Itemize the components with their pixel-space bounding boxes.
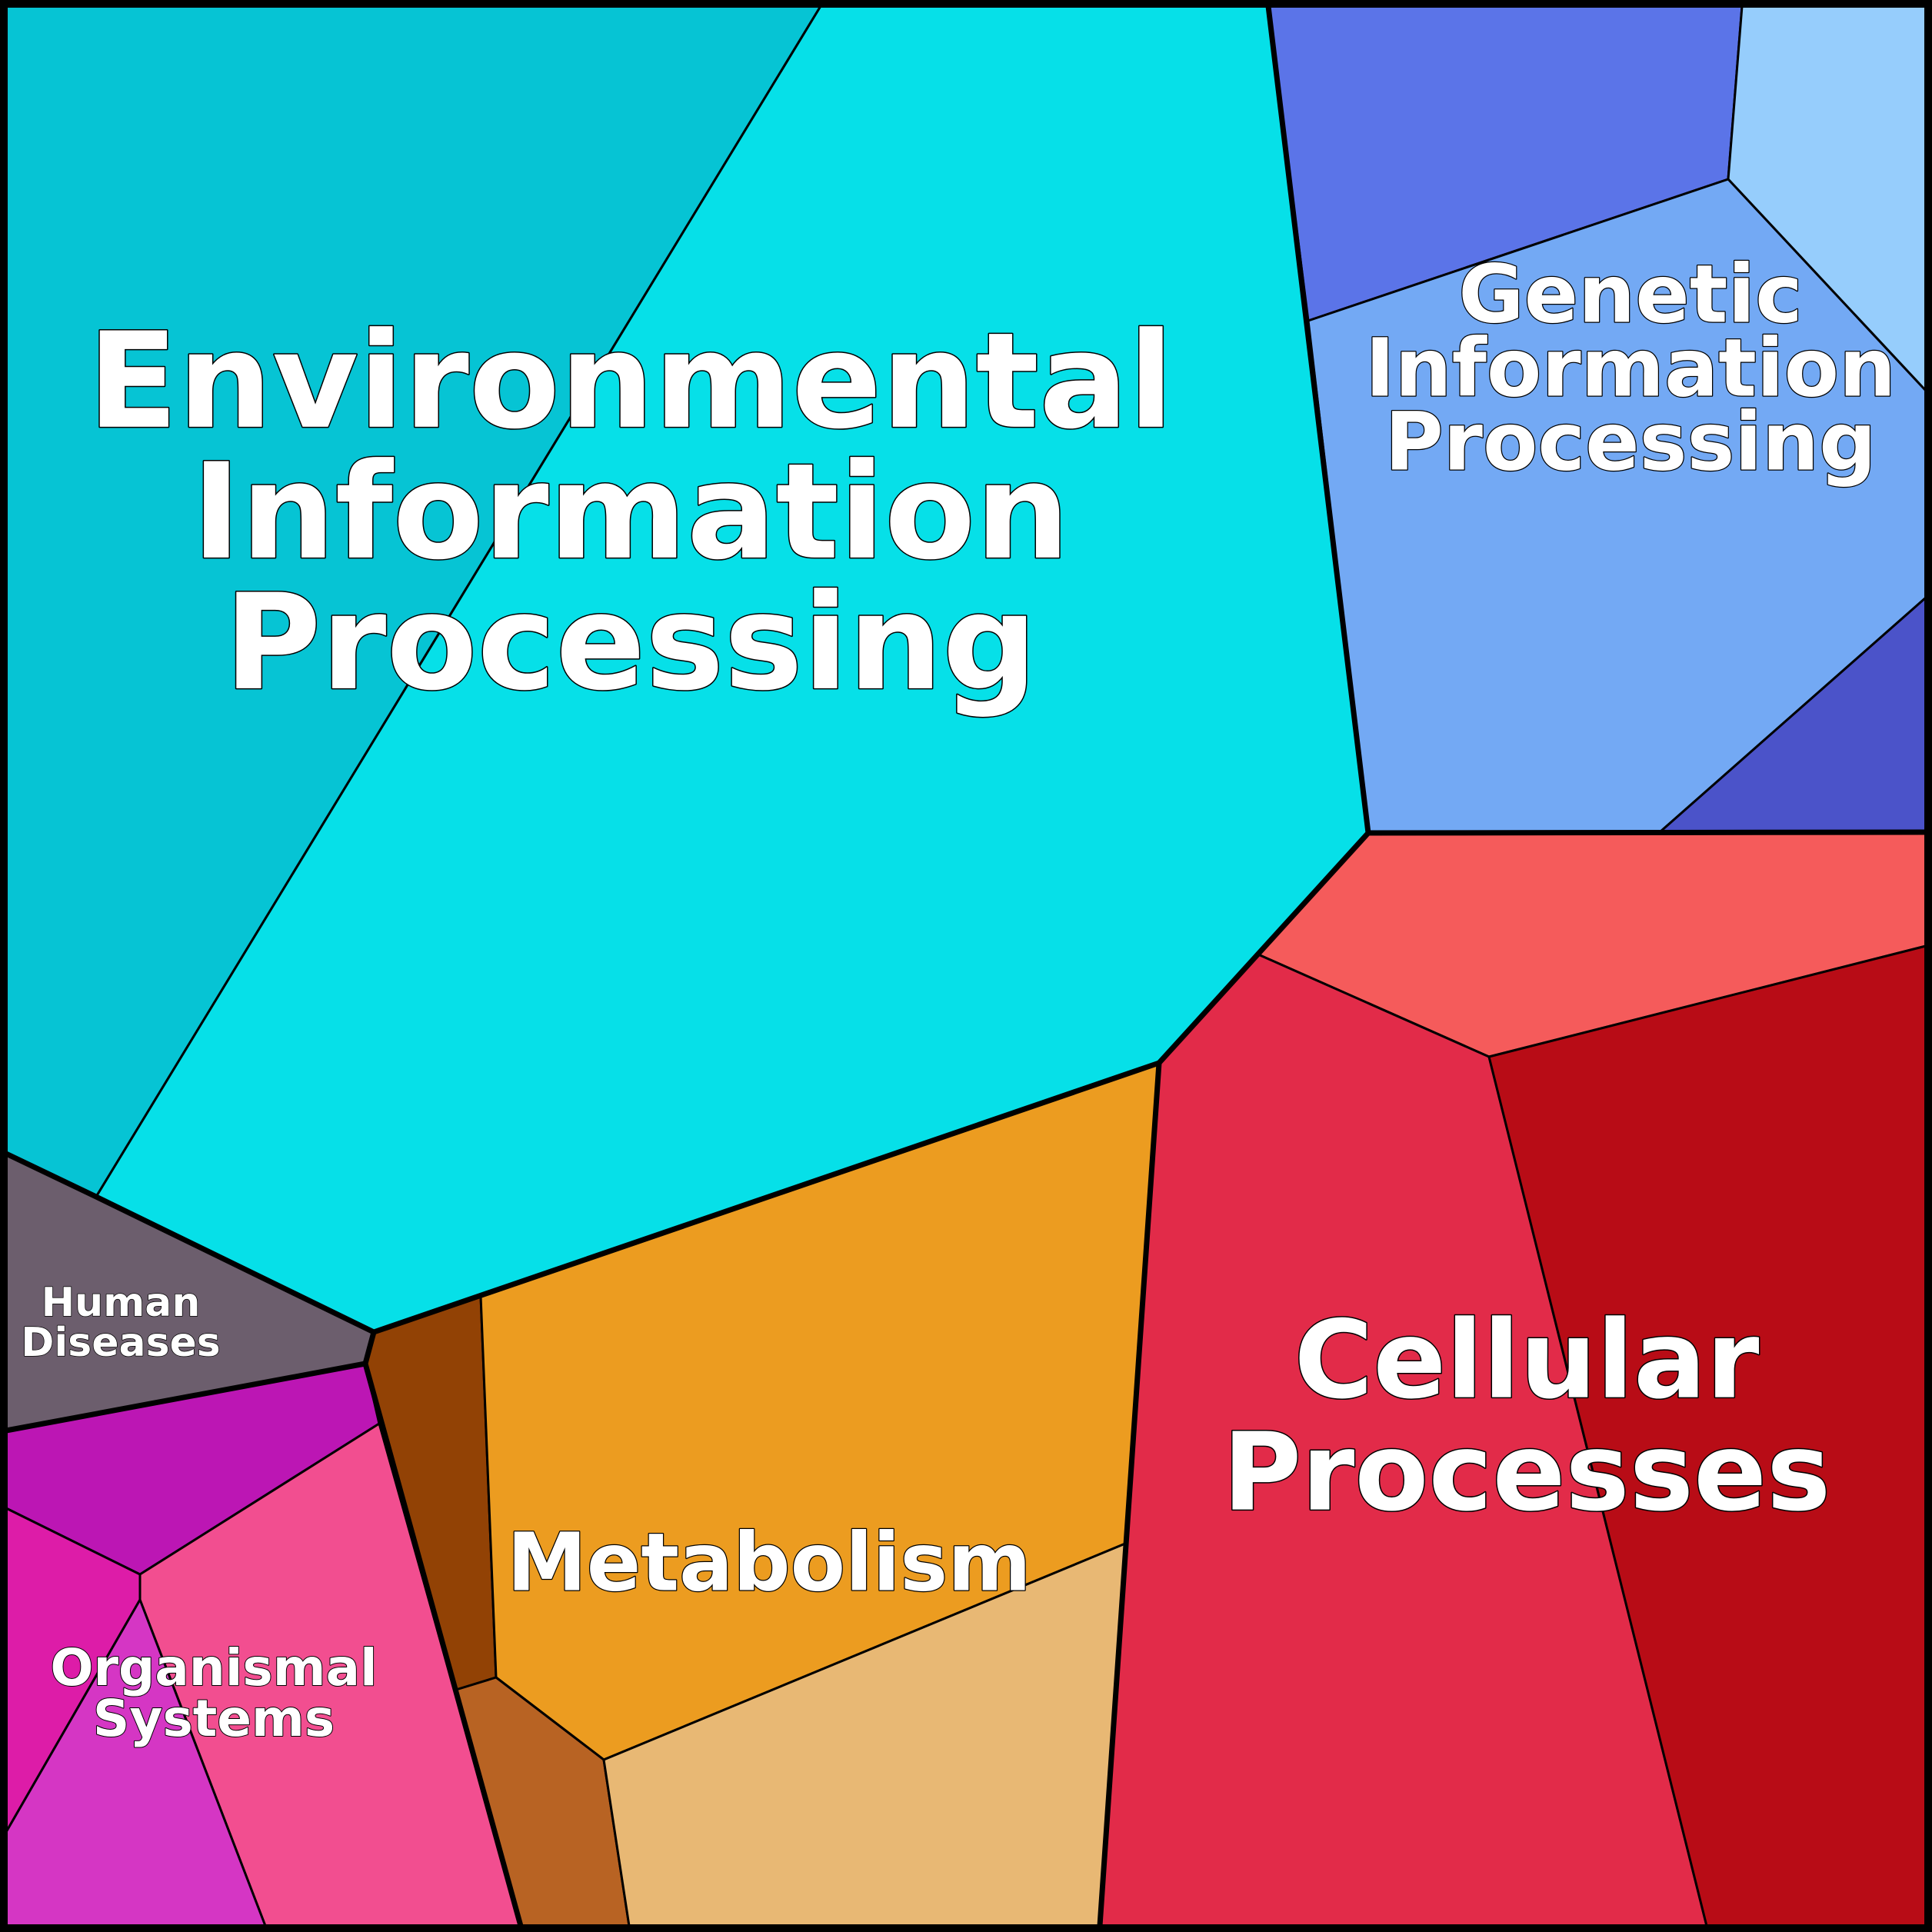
label-line: Processes bbox=[1223, 1411, 1831, 1536]
border-environmental bbox=[3, 3, 1371, 1335]
label-line: Environmental bbox=[88, 304, 1174, 458]
label-line: Information bbox=[192, 435, 1069, 589]
border-human-organismal bbox=[3, 1361, 368, 1434]
label-line: Information bbox=[1365, 321, 1896, 415]
label-line: Genetic bbox=[1458, 247, 1802, 341]
label-line: Organismal bbox=[50, 1638, 377, 1697]
label-metabolism: Metabolism bbox=[507, 1515, 1031, 1609]
label-line: Human bbox=[42, 1280, 201, 1326]
label-line: Processing bbox=[1384, 395, 1876, 488]
category-borders bbox=[3, 3, 1929, 1929]
label-line: Diseases bbox=[21, 1320, 220, 1366]
border-metabolism-cellular bbox=[1097, 1060, 1162, 1929]
border-genetic-cellular bbox=[1365, 829, 1929, 836]
label-line: Cellular bbox=[1294, 1298, 1760, 1424]
label-line: Metabolism bbox=[507, 1515, 1031, 1609]
cells-layer bbox=[5, 5, 1927, 1927]
label-line: Processing bbox=[225, 565, 1038, 720]
label-line: Systems bbox=[93, 1689, 335, 1748]
